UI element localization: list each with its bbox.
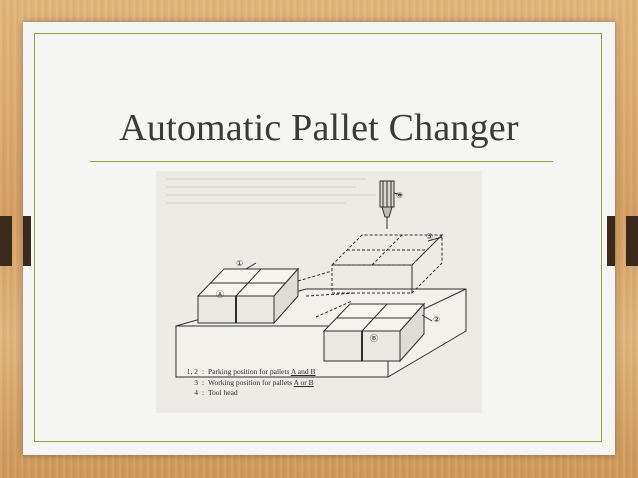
- callout-1: ①: [236, 259, 244, 268]
- leader-5: [427, 236, 443, 242]
- legend-text-main: Parking position for pallets: [208, 367, 291, 376]
- right-tab-inner: [607, 216, 615, 266]
- legend-text: Tool head: [208, 388, 238, 399]
- pallet-b-label: Ⓑ: [370, 334, 378, 343]
- pallet-a-label: Ⓐ: [216, 290, 224, 299]
- legend-text: Parking position for pallets A and B: [208, 367, 316, 378]
- legend-separator: :: [201, 377, 205, 387]
- legend-text-underlined: A or B: [293, 377, 314, 387]
- legend-key: 1, 2: [186, 367, 198, 376]
- tool-head: [379, 180, 403, 229]
- pallet-a-side: [273, 267, 299, 325]
- callout-2: ②: [433, 315, 441, 324]
- pallet-changer-figure: ④ ⑤ ① ② Ⓐ Ⓑ 1, 2 : Parking position for …: [156, 171, 482, 413]
- legend-row: 3 : Working position for pallets A or B: [174, 378, 316, 389]
- legend-separator: :: [201, 388, 205, 397]
- pallet-b-side: [399, 302, 425, 363]
- legend-text-underlined: A and B: [290, 367, 316, 376]
- legend-text-main: Working position for pallets: [208, 377, 294, 387]
- legend-key: 4: [194, 388, 198, 397]
- legend-key: 3: [194, 377, 198, 387]
- left-tab-decoration: [0, 216, 12, 266]
- title-underline: [90, 161, 553, 162]
- working-position-dashed-box: [330, 233, 444, 295]
- right-tab-decoration: [626, 216, 638, 266]
- callout-4: ④: [396, 191, 404, 200]
- background-ghost-text: [166, 178, 376, 204]
- slide-frame: [34, 33, 602, 442]
- legend-separator: :: [201, 367, 205, 376]
- pallet-changer-drawing: [166, 178, 467, 378]
- transfer-paths: [297, 270, 357, 318]
- legend-row: 1, 2 : Parking position for pallets A an…: [174, 367, 316, 378]
- leader-2: [421, 314, 433, 322]
- figure-legend: 1, 2 : Parking position for pallets A an…: [174, 367, 316, 399]
- legend-text-main: Tool head: [208, 388, 238, 397]
- slide-title: Automatic Pallet Changer: [119, 107, 519, 149]
- left-tab-inner: [23, 216, 31, 266]
- callout-5: ⑤: [426, 232, 434, 241]
- leader-1: [245, 262, 257, 270]
- legend-text: Working position for pallets A or B: [208, 378, 314, 389]
- legend-row: 4 : Tool head: [174, 388, 316, 399]
